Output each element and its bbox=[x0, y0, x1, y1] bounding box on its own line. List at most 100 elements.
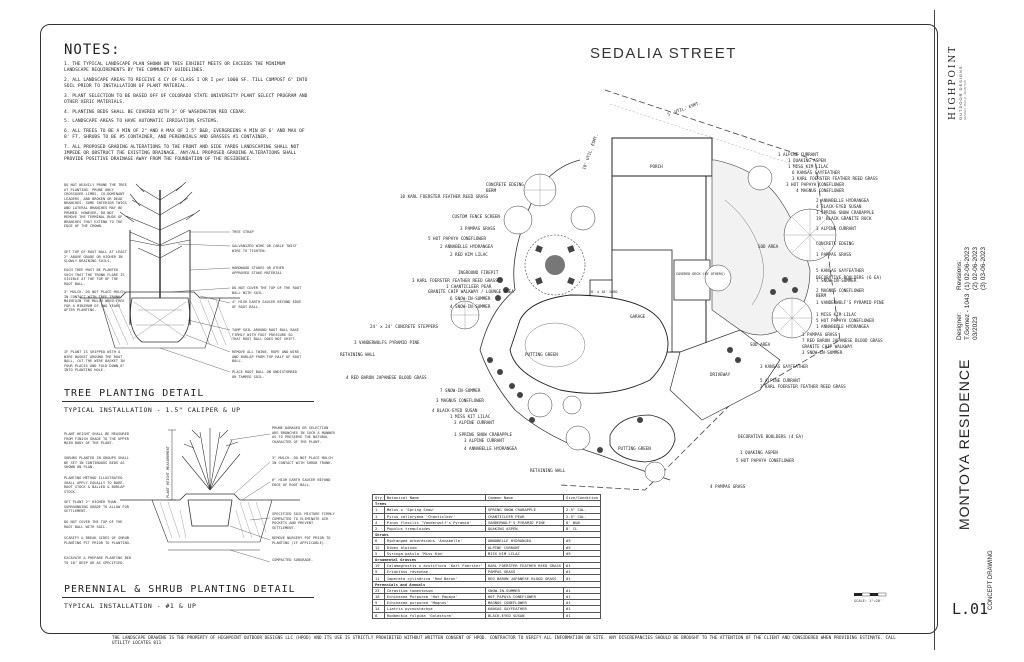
label-magnus-3: 3 MAGNUS CONEFLOWER bbox=[436, 398, 484, 403]
revision-1: (1) 02-06-2023 bbox=[964, 247, 971, 290]
label-alpine-currant-2: 3 ALPINE CURRANT bbox=[816, 226, 857, 231]
street-name: SEDALIA STREET bbox=[590, 45, 737, 62]
label-black-eyed-susan-2: 4 BLACK-EYED SUSAN bbox=[432, 408, 478, 413]
label-karl-foerster-3: 10 KARL FOERSTER FEATHER REED GRASS bbox=[400, 194, 489, 199]
note-1: 1. THE TYPICAL LANDSCAPE PLAN SHOWN ON T… bbox=[64, 62, 286, 74]
note-6: 6. ALL TREES TO BE A MIN OF 2" AND A MAX… bbox=[64, 129, 305, 141]
shrub-detail-title: PERENNIAL & SHRUB PLANTING DETAIL bbox=[64, 584, 296, 595]
shrub-note-right-3: 6" HIGH EARTH SAUCER BEYOND EDGE OF ROOT… bbox=[272, 478, 331, 487]
label-concrete-edging-2: CONCRETE EDGING bbox=[816, 241, 854, 246]
label-concrete-steppers: 24' x 24' CONCRETE STEPPERS bbox=[370, 324, 439, 329]
shrub-note-left-2: SHRUBS PLANTED IN GROUPS SHALL BE SET IN… bbox=[64, 456, 129, 470]
label-util-esmt-5: 5' UTIL. ESMT. bbox=[667, 100, 702, 117]
label-miss-kim-lilac-2: 1 MISS KIM LILAC bbox=[816, 312, 857, 317]
label-driveway: DRIVEWAY bbox=[710, 372, 731, 377]
label-snow-in-summer-4: 4 SNOW-IN-SUMMER bbox=[450, 304, 491, 309]
tree-planting-detail-drawing bbox=[80, 181, 240, 373]
label-pampas-1: 1 PAMPAS GRASS bbox=[816, 252, 852, 257]
shrub-note-right-6: COMPACTED SUBGRADE. bbox=[272, 558, 314, 562]
label-alpine-currant-3: 5 ALPINE CURRANT bbox=[760, 378, 801, 383]
label-shed: 8' x 10' SHED bbox=[591, 290, 618, 294]
shrub-detail-subtitle: TYPICAL INSTALLATION - #1 & UP bbox=[64, 602, 197, 610]
footer-disclaimer: THE LANDSCAPE DRAWING IS THE PROPERTY OF… bbox=[112, 636, 896, 646]
label-hot-papaya-1: 3 HOT PAPAYA CONEFLOWER bbox=[786, 182, 844, 187]
designer-name: T.Gomez - 1043 bbox=[964, 293, 971, 340]
label-custom-fence: CUSTOM FENCE SCREEN bbox=[452, 214, 500, 219]
label-putting-green-2: PUTTING GREEN bbox=[618, 446, 651, 451]
plant-common: RED BARON JAPANESE BLOOD GRASS bbox=[484, 574, 565, 582]
shrub-note-left-7: EXCAVATE & PREPARE PLANTING BED TO 18" D… bbox=[64, 556, 132, 565]
tree-note-right-6: TAMP SOIL AROUND ROOT BALL BASE FIRMLY W… bbox=[232, 328, 300, 342]
house-porch bbox=[611, 137, 713, 177]
note-4: 4. PLANTING BEDS SHALL BE COVERED WITH 3… bbox=[64, 109, 247, 115]
tree-note-left-3: EACH TREE MUST BE PLANTED SUCH THAT THE … bbox=[64, 268, 125, 286]
label-pampas-3: 4 PAMPAS GRASS bbox=[710, 484, 746, 489]
label-karl-foerster-4: 3 KARL FOERSTER FEATHER REED GRASS bbox=[412, 278, 498, 283]
putting-green-lower bbox=[609, 414, 676, 463]
shrub-detail-rule bbox=[62, 597, 314, 598]
plant-botanical: Calamagrostis x acutiflora 'Karl Foerste… bbox=[383, 562, 486, 570]
label-hot-papaya-4: 5 HOT PAPAYA CONEFLOWER bbox=[428, 236, 486, 241]
covered-deck bbox=[673, 259, 711, 301]
drawing-stage: CONCEPT DRAWING bbox=[988, 550, 994, 610]
shrub-note-left-5: DO NOT COVER THE TOP OF THE ROOT BALL WI… bbox=[64, 520, 123, 529]
note-2: 2. ALL LANDSCAPE AREAS TO RECEIVE 4 CY O… bbox=[64, 77, 308, 90]
label-chanticleer: 1 CHANTICLEER PEAR bbox=[446, 284, 492, 289]
project-name: MONTOYA RESIDENCE bbox=[956, 358, 972, 530]
label-annabelle-1: 2 ANNABELLE HYDRANGEA bbox=[816, 198, 869, 203]
tree-note-left-5: IF PLANT IS SHIPPED WITH A WIRE BASKET A… bbox=[64, 350, 125, 373]
label-black-eyed-susan-1: 4 BLACK-EYED SUSAN bbox=[816, 204, 862, 209]
label-granite-chip-walkway: GRANITE CHIP WALKWAY bbox=[802, 344, 853, 349]
label-karl-foerster-1: 3 KARL FOERSTER FEATHER REED GRASS bbox=[792, 176, 878, 181]
notes-list: 1. THE TYPICAL LANDSCAPE PLAN SHOWN ON T… bbox=[64, 62, 312, 167]
plant-size: #1 bbox=[563, 611, 602, 619]
tree-note-right-4: DO NOT COVER THE TOP OF THE ROOT BALL WI… bbox=[232, 286, 302, 295]
tree-note-right-5: 4" HIGH EARTH SAUCER BEYOND EDGE OF ROOT… bbox=[232, 300, 302, 309]
drawing-sheet-border bbox=[40, 24, 938, 634]
plant-list-table: Qty Botanical Name Common Name Size/Cond… bbox=[371, 493, 602, 619]
designer-label: Designer: bbox=[956, 312, 963, 340]
label-annabelle-4: 4 ANNABELLE HYDRANGEA bbox=[464, 446, 517, 451]
label-snow-in-summer-2: 3 SNOW-IN-SUMMER bbox=[802, 350, 843, 355]
plant-botanical: Pinus flexilis 'Vanderwolf's Pyramid' bbox=[383, 518, 486, 526]
label-kansas-gayfeather-2: 5 KANSAS GAYFEATHER bbox=[816, 268, 864, 273]
revisions-block: Revisions: (1) 02-06-2023 (2) 02-06-2023… bbox=[956, 247, 988, 290]
label-alpine-currant-5: 3 ALPINE CURRANT bbox=[464, 438, 505, 443]
shrub-planting-detail-drawing bbox=[120, 428, 300, 563]
plant-common: KARL FOERSTER FEATHER REED GRASS bbox=[484, 562, 565, 570]
label-quaking-aspen-2: 1 QUAKING ASPEN bbox=[740, 450, 778, 455]
label-kansas-gayfeather-1: 6 KANSAS GAYFEATHER bbox=[792, 170, 840, 175]
label-annabelle-3: 2 ANNABELLE HYDRANGEA bbox=[440, 244, 493, 249]
label-porch: PORCH bbox=[650, 164, 663, 169]
label-covered-deck: COVERED DECK (BY OTHERS) bbox=[676, 272, 725, 276]
drawing-date: 03/2023 bbox=[972, 316, 979, 341]
tree-note-right-3: HARDWOOD STAKES OR OTHER APPROVED STAKE … bbox=[232, 266, 284, 275]
label-boulders-6: DECORATIVE BOULDERS (6 EA) bbox=[816, 275, 882, 280]
company-tagline: DESIGN · BUILD · MAINTAIN bbox=[963, 80, 967, 120]
revisions-label: Revisions: bbox=[956, 260, 963, 290]
label-berm-1: BERM bbox=[486, 188, 497, 193]
label-alpine-currant-1: 1 ALPINE CURRANT bbox=[778, 152, 819, 157]
label-putting-green-1: PUTTING GREEN bbox=[525, 352, 558, 357]
putting-green-main bbox=[509, 294, 669, 394]
plant-qty: 8 bbox=[372, 611, 385, 619]
label-red-kim-lilac: 2 RED KIM LILAC bbox=[450, 252, 488, 257]
col-size: Size/Condition bbox=[563, 493, 602, 502]
tree-note-right-7: REMOVE ALL TWINE, ROPE AND WIRE, AND BUR… bbox=[232, 350, 302, 364]
label-miss-kim-lilac: 1 MISS KIM LILAC bbox=[788, 164, 829, 169]
label-retaining-wall-2: RETAINING WALL bbox=[530, 468, 566, 473]
label-concrete-edging-1: CONCRETE EDGING bbox=[486, 182, 524, 187]
tree-note-right-8: PLACE ROOT BALL ON UNDISTURBED OR TAMPED… bbox=[232, 370, 297, 379]
note-7: 7. ALL PROPOSED GRADING ALTERATIONS TO T… bbox=[64, 145, 300, 163]
tree-detail-subtitle: TYPICAL INSTALLATION - 1.5" CALIPER & UP bbox=[64, 406, 241, 414]
label-alpine-currant-4: 3 ALPINE CURRANT bbox=[454, 420, 495, 425]
note-3: 3. PLANT SELECTION TO BE BASED OFF OF CO… bbox=[64, 93, 308, 106]
label-spring-snow-1: 1 SPRING SNOW CRABAPPLE bbox=[816, 210, 874, 215]
label-spring-snow-2: 1 SPRING SNOW CRABAPPLE bbox=[454, 432, 512, 437]
label-quaking-aspen-1: 1 QUAKING ASPEN bbox=[788, 158, 826, 163]
label-boulders-4: DECORATIVE BOULDERS (4 EA) bbox=[738, 434, 804, 439]
